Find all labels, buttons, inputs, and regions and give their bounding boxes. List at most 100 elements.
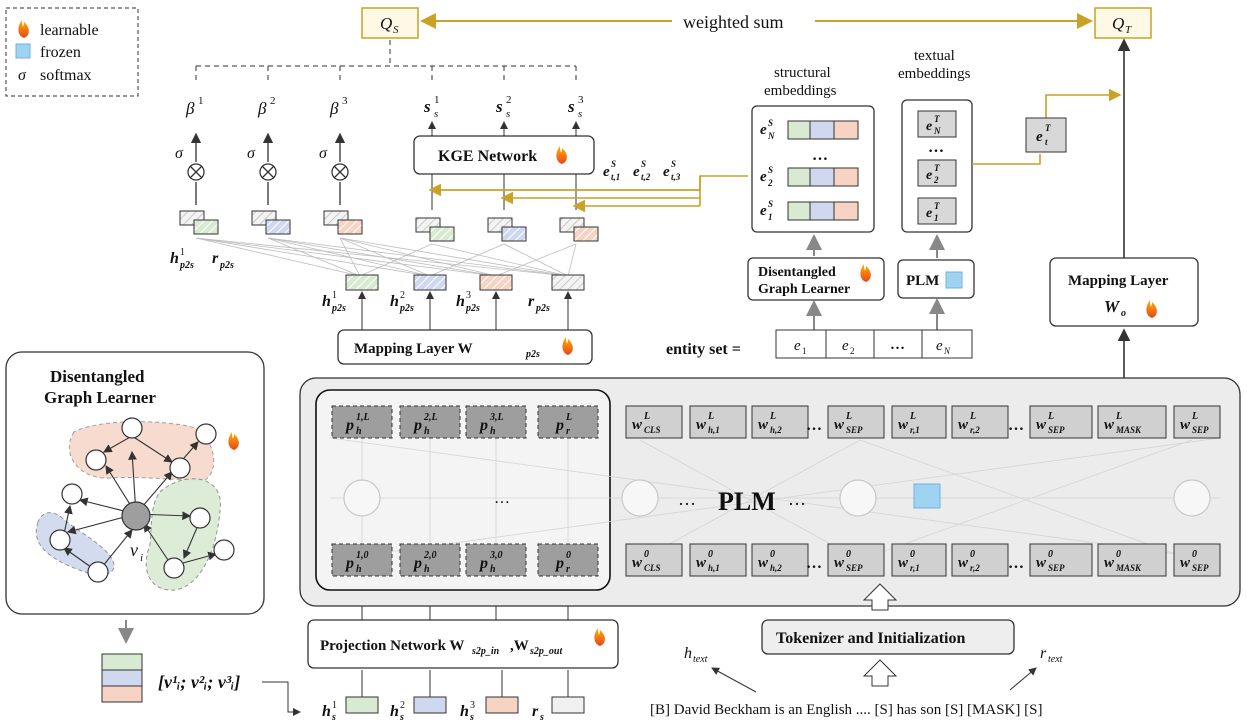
svg-text:s: s	[331, 712, 336, 723]
svg-text:t,2: t,2	[641, 172, 651, 182]
beta-labels: β 1 β 2 β 3	[185, 95, 348, 118]
svg-text:s2p_out: s2p_out	[529, 646, 563, 657]
bottom-token-sup-1: 0	[708, 549, 713, 560]
top-token-4	[891, 405, 947, 439]
bottom-token-label-5: w	[958, 555, 969, 571]
entity-embedding-arrows	[428, 175, 748, 213]
top-token-sub-5: r,2	[970, 425, 980, 435]
top-token-label-8: w	[1180, 417, 1191, 433]
svg-text:text: text	[693, 654, 708, 665]
svg-text:Projection Network W: Projection Network W	[320, 638, 464, 654]
bottom-token-sup-0: 0	[644, 549, 649, 560]
top-token-8	[1173, 405, 1221, 439]
svg-text:2: 2	[400, 290, 405, 301]
bottom-token-2	[751, 543, 809, 577]
svg-text:textual: textual	[914, 48, 955, 64]
fire-icon	[1146, 300, 1157, 318]
softmax-columns	[187, 132, 349, 205]
hp2s-pair-label: h 1 p2s r p2s	[170, 247, 234, 271]
bottom-ellipsis-0: …	[806, 555, 822, 572]
fire-icon	[556, 146, 567, 164]
svg-text:PLM: PLM	[906, 273, 939, 289]
svg-text:t: t	[1045, 137, 1048, 147]
hp2s-up-arrows	[358, 291, 572, 330]
up-arrow-icon	[862, 659, 898, 687]
top-token-sup-1: L	[707, 411, 714, 422]
top-token-sup-6: L	[1047, 411, 1054, 422]
top-token-7	[1097, 405, 1167, 439]
top-ellipsis-0: …	[806, 417, 822, 434]
bottom-token-sub-2: h,2	[770, 563, 782, 573]
bottom-token-sub-4: r,1	[910, 563, 920, 573]
svg-text:3: 3	[578, 94, 584, 106]
svg-text:structural: structural	[774, 65, 831, 81]
svg-text:p2s: p2s	[219, 260, 234, 271]
top-token-sup-4: L	[909, 411, 916, 422]
svg-text:2: 2	[850, 346, 855, 356]
sigma-labels: σ σ σ	[175, 145, 328, 162]
svg-text:p: p	[412, 417, 422, 434]
bottom-token-label-7: w	[1104, 555, 1115, 571]
hp2s-row-labels: h 1 p2s h 2 p2s h 3 p2s r p2s	[322, 290, 550, 314]
svg-text:e: e	[603, 164, 610, 180]
svg-text:…: …	[678, 489, 696, 509]
legend: learnable frozen σ softmax	[5, 7, 139, 97]
top-token-sup-0: L	[643, 411, 650, 422]
top-token-sup-7: L	[1115, 411, 1122, 422]
svg-text:…: …	[928, 139, 944, 156]
svg-text:h: h	[490, 564, 496, 575]
paired-blocks	[179, 210, 599, 242]
svg-text:t,1: t,1	[611, 172, 620, 182]
up-arrow-icon	[862, 583, 898, 611]
svg-text:r: r	[566, 564, 570, 575]
svg-text:1: 1	[934, 213, 939, 223]
top-token-label-1: w	[696, 417, 707, 433]
bottom-token-6	[1029, 543, 1093, 577]
svg-text:h: h	[684, 645, 692, 662]
svg-text:KGE Network: KGE Network	[438, 148, 537, 165]
top-token-sub-1: h,1	[708, 425, 720, 435]
top-token-sup-2: L	[769, 411, 776, 422]
svg-text:p2s: p2s	[465, 303, 480, 314]
svg-text:s: s	[495, 97, 503, 116]
bottom-token-3	[827, 543, 885, 577]
svg-text:s: s	[578, 108, 582, 120]
svg-text:T: T	[934, 163, 940, 173]
svg-text:s: s	[423, 97, 431, 116]
svg-text:Mapping Layer W: Mapping Layer W	[354, 341, 473, 357]
bottom-token-label-6: w	[1036, 555, 1047, 571]
svg-text:N: N	[933, 126, 941, 136]
bottom-token-label-1: w	[696, 555, 707, 571]
top-token-0	[625, 405, 683, 439]
bottom-token-8	[1173, 543, 1221, 577]
top-token-sup-3: L	[845, 411, 852, 422]
svg-text:Disentangled: Disentangled	[758, 265, 836, 280]
kge-network: KGE Network	[413, 121, 595, 210]
bottom-token-sup-2: 0	[770, 549, 775, 560]
bottom-token-sub-5: r,2	[970, 563, 980, 573]
ice-icon	[15, 43, 31, 59]
svg-text:1: 1	[434, 94, 440, 106]
svg-text:r: r	[566, 426, 570, 437]
svg-text:s: s	[539, 712, 544, 723]
svg-text:…: …	[812, 147, 828, 164]
svg-text:p: p	[478, 417, 488, 434]
top-token-1	[689, 405, 747, 439]
svg-text:s: s	[567, 97, 575, 116]
svg-text:3,L: 3,L	[489, 412, 504, 423]
top-token-sub-6: SEP	[1048, 425, 1065, 435]
dgl-small-box: Disentangled Graph Learner	[747, 257, 885, 330]
svg-text:2: 2	[270, 95, 276, 107]
svg-text:1,L: 1,L	[356, 412, 370, 423]
svg-text:Graph Learner: Graph Learner	[44, 388, 156, 407]
svg-text:p: p	[412, 555, 422, 572]
bottom-token-sup-7: 0	[1116, 549, 1121, 560]
attention-bracket	[195, 40, 577, 82]
top-token-sub-7: MASK	[1115, 425, 1142, 435]
svg-text:e: e	[760, 169, 767, 185]
